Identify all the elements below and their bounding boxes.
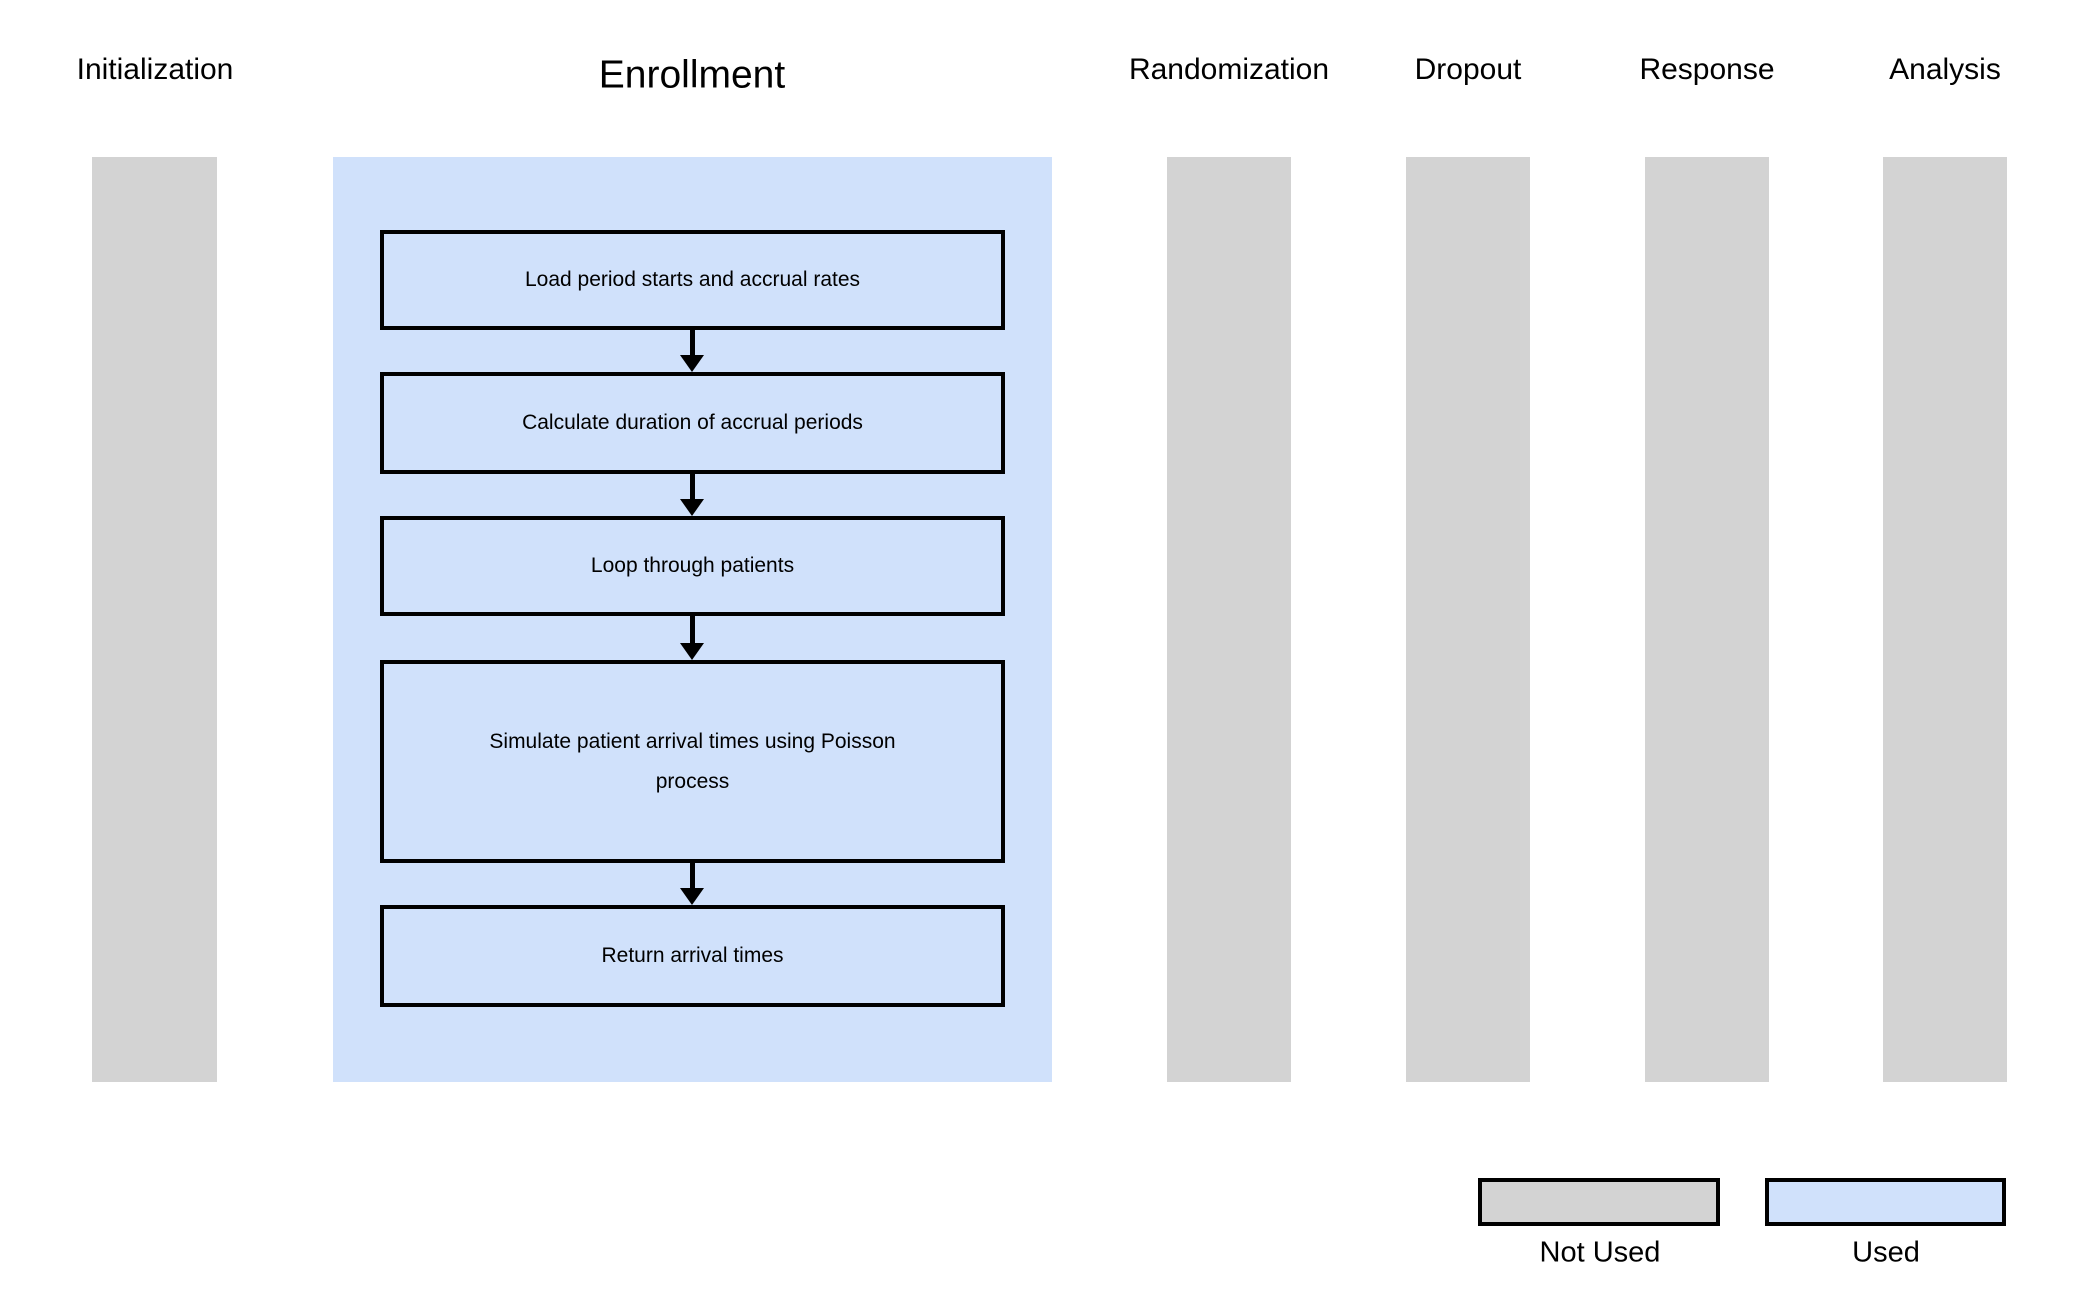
flow-step-label: Calculate duration of accrual periods xyxy=(522,411,863,435)
column-bar-analysis xyxy=(1883,157,2007,1082)
legend-label-used: Used xyxy=(1852,1236,1920,1269)
arrow-head xyxy=(680,499,704,516)
down-arrow-icon xyxy=(680,474,705,516)
column-bar-initialization xyxy=(92,157,217,1082)
arrow-stem xyxy=(690,863,695,889)
flow-step-calculate-duration: Calculate duration of accrual periods xyxy=(380,372,1005,474)
arrow-head xyxy=(680,888,704,905)
down-arrow-icon xyxy=(680,616,705,660)
arrow-stem xyxy=(690,474,695,500)
arrow-head xyxy=(680,355,704,372)
flow-step-loop-through-patients: Loop through patients xyxy=(380,516,1005,616)
column-header-analysis: Analysis xyxy=(1889,53,2001,86)
column-header-dropout: Dropout xyxy=(1414,53,1522,86)
down-arrow-icon xyxy=(680,863,705,905)
column-header-enrollment: Enrollment xyxy=(598,53,786,97)
column-header-initialization: Initialization xyxy=(76,53,234,86)
column-header-response: Response xyxy=(1639,53,1775,86)
legend-swatch-used xyxy=(1765,1178,2006,1226)
flow-step-simulate-arrival-times: Simulate patient arrival times using Poi… xyxy=(380,660,1005,863)
flow-step-label: Load period starts and accrual rates xyxy=(524,268,861,292)
column-header-randomization: Randomization xyxy=(1128,53,1330,86)
column-bar-randomization xyxy=(1167,157,1291,1082)
flow-step-return-arrival-times: Return arrival times xyxy=(380,905,1005,1007)
flow-step-label: Loop through patients xyxy=(590,554,795,578)
legend-swatch-not-used xyxy=(1478,1178,1720,1226)
column-bar-dropout xyxy=(1406,157,1530,1082)
column-bar-response xyxy=(1645,157,1769,1082)
flow-step-load-period-starts: Load period starts and accrual rates xyxy=(380,230,1005,330)
flow-step-label: Simulate patient arrival times using Poi… xyxy=(489,729,896,793)
arrow-head xyxy=(680,643,704,660)
arrow-stem xyxy=(690,330,695,356)
flow-step-label: Return arrival times xyxy=(601,944,784,968)
legend-label-not-used: Not Used xyxy=(1539,1236,1661,1269)
down-arrow-icon xyxy=(680,330,705,372)
arrow-stem xyxy=(690,616,695,644)
